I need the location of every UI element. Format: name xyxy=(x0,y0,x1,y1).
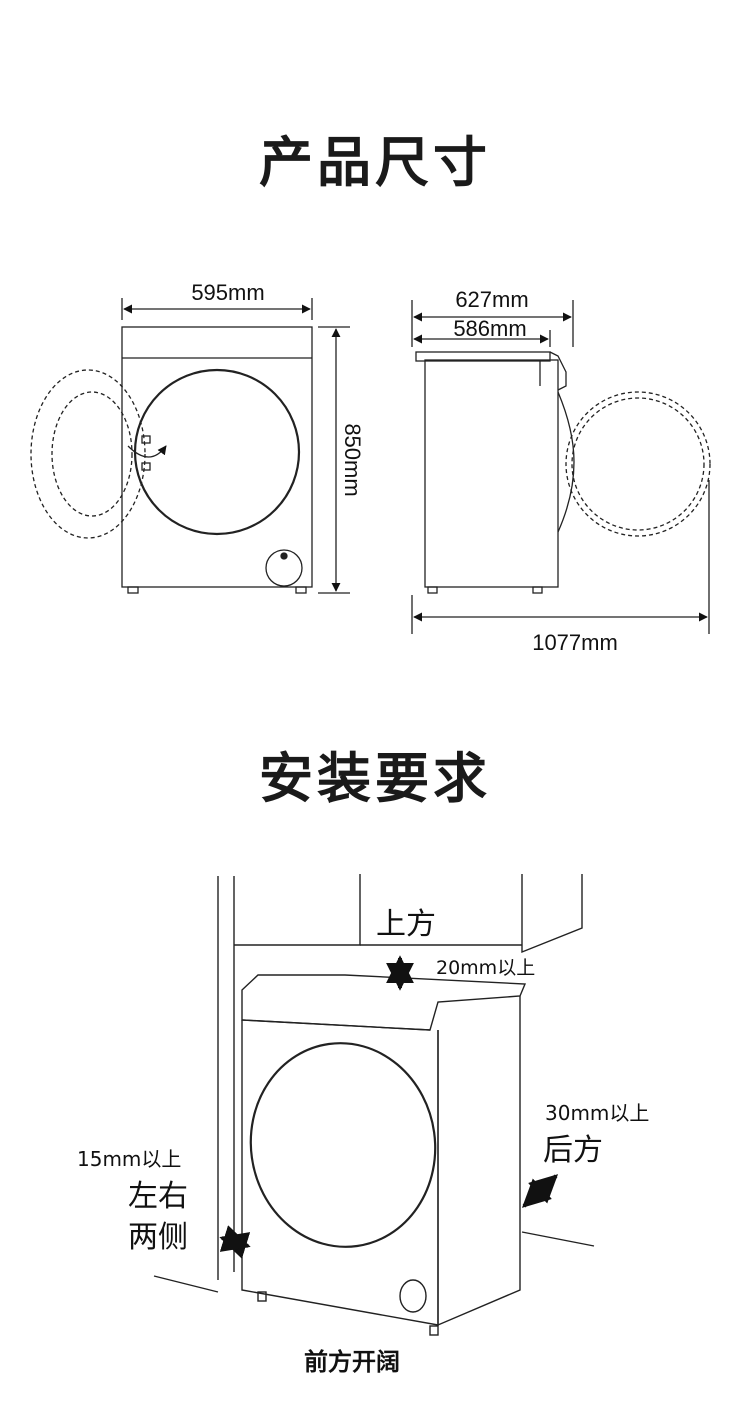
front-view xyxy=(30,326,313,594)
back-label: 后方 xyxy=(543,1133,603,1168)
door-open-depth-dimension xyxy=(411,480,710,634)
washer-front xyxy=(241,1020,439,1326)
back-gap-arrow xyxy=(521,1174,559,1208)
top-gap-label: 20mm以上 xyxy=(436,957,535,979)
front-foot-right xyxy=(295,586,307,594)
clearance-arrows xyxy=(219,955,559,1259)
side-label-line1: 左右 xyxy=(128,1179,188,1214)
washer-foot-right xyxy=(429,1325,439,1336)
front-knob-dot xyxy=(280,552,288,560)
door-open-depth-label: 1077mm xyxy=(532,630,618,655)
side-control-panel xyxy=(549,351,567,391)
washer-top-seam xyxy=(241,1019,431,1031)
cabinet-right xyxy=(521,874,583,954)
back-gap-label: 30mm以上 xyxy=(545,1101,649,1125)
front-width-label: 595mm xyxy=(191,280,264,305)
side-depth-total-label: 627mm xyxy=(455,287,528,312)
washer-side xyxy=(437,996,521,1327)
washer-door xyxy=(249,1042,437,1248)
side-view xyxy=(415,351,711,594)
side-open-door-outer xyxy=(565,391,711,537)
front-width-dimension xyxy=(121,298,313,320)
dimensions-title: 产品尺寸 xyxy=(259,131,491,194)
install-title: 安装要求 xyxy=(259,747,491,810)
front-open-door-outer xyxy=(30,369,146,539)
side-door-bulge xyxy=(557,391,575,533)
washer-foot-left xyxy=(257,1291,267,1302)
front-door-circle xyxy=(133,368,301,536)
side-body-outline xyxy=(424,359,559,588)
floor-line-right xyxy=(521,1231,595,1247)
side-gap-arrow xyxy=(219,1225,251,1259)
install-illustration xyxy=(153,874,595,1336)
front-open-door-inner xyxy=(51,391,133,517)
side-top-panel xyxy=(415,351,551,362)
front-label: 前方开阔 xyxy=(304,1348,400,1376)
top-label: 上方 xyxy=(376,907,436,942)
side-depth-body-label: 586mm xyxy=(453,316,526,341)
side-label-line2: 两侧 xyxy=(128,1220,188,1255)
side-gap-label: 15mm以上 xyxy=(77,1147,181,1171)
side-open-door-inner xyxy=(571,397,705,531)
floor-line-left xyxy=(153,1275,219,1293)
front-body-outline xyxy=(121,326,313,588)
front-foot-left xyxy=(127,586,139,594)
side-foot-front xyxy=(532,586,543,594)
front-door-swing-arrow xyxy=(127,445,167,458)
front-height-dimension xyxy=(318,326,350,594)
side-foot-back xyxy=(427,586,438,594)
front-height-label: 850mm xyxy=(340,423,365,496)
front-hinge-bottom xyxy=(141,462,151,471)
cabinet-left xyxy=(234,874,361,946)
washer-knob xyxy=(399,1279,427,1313)
side-depth-dimensions xyxy=(411,300,574,347)
front-knob xyxy=(265,549,303,587)
front-hinge-top xyxy=(141,435,151,444)
